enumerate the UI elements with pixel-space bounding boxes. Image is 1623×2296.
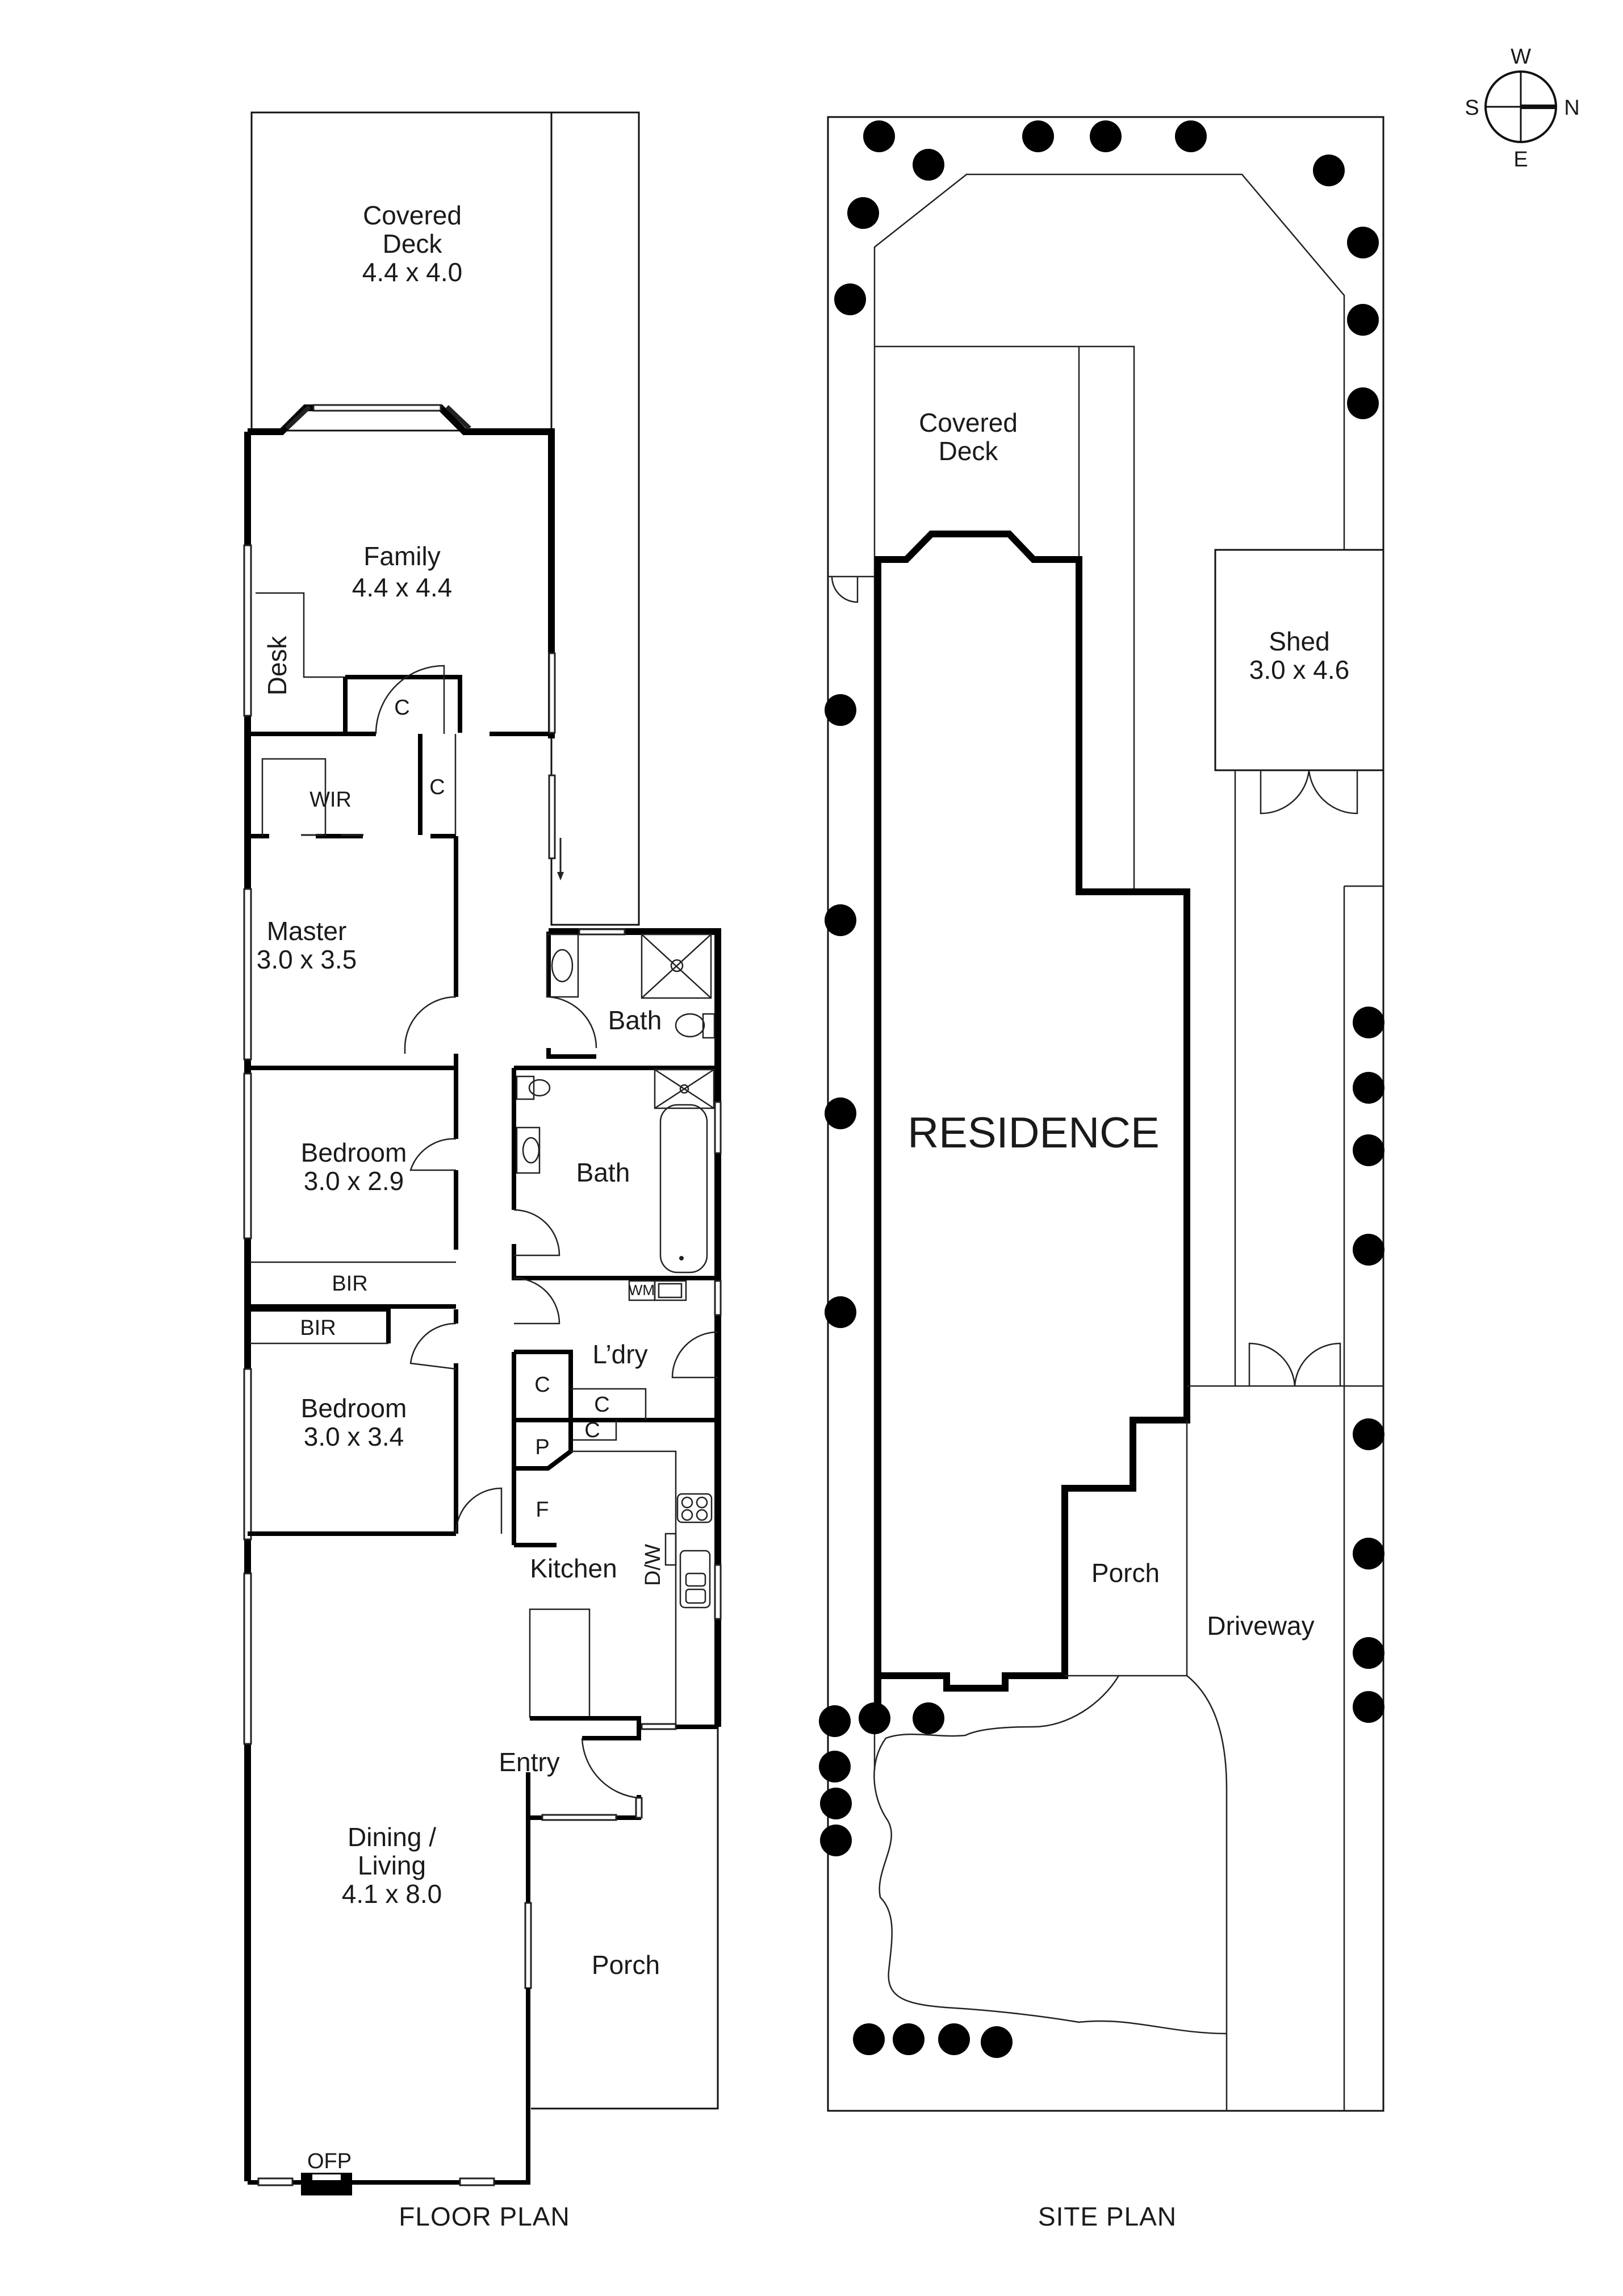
bir1-label: BIR: [332, 1272, 367, 1296]
dining-living-label-2: Living: [358, 1851, 426, 1880]
bir2-label: BIR: [300, 1316, 336, 1340]
pantry-label: P: [535, 1435, 549, 1459]
compass-west-label: W: [1511, 45, 1531, 69]
kitchen-label: Kitchen: [530, 1554, 617, 1583]
shed-outline: [1214, 549, 1384, 771]
dining-living-size: 4.1 x 8.0: [342, 1879, 442, 1909]
fridge-label: F: [536, 1498, 549, 1522]
ofp-label: OFP: [307, 2149, 352, 2173]
residence-label: RESIDENCE: [907, 1109, 1159, 1157]
wir-label: WIR: [309, 788, 352, 812]
site-porch-label: Porch: [1091, 1558, 1160, 1588]
hall-closet-label: C: [429, 775, 445, 799]
entry-label: Entry: [499, 1747, 559, 1777]
closet-c-label: C: [584, 1418, 600, 1442]
compass-icon: W E S N: [1465, 45, 1579, 172]
ensuite-label: Bath: [608, 1005, 662, 1035]
master-size: 3.0 x 3.5: [257, 945, 357, 974]
site-plan: Covered Deck RESIDENCE Shed 3.0 x 4.6 Po…: [819, 116, 1384, 2231]
kitchen-island: [529, 1608, 591, 1718]
cooktop-icon: [676, 1493, 713, 1523]
closet-b-label: C: [594, 1393, 609, 1417]
floor-plan-caption: FLOOR PLAN: [399, 2202, 570, 2231]
bedroom2-label: Bedroom: [301, 1138, 407, 1167]
compass-east-label: E: [1513, 148, 1528, 172]
site-covered-deck-label-1: Covered: [919, 408, 1018, 437]
side-passage-outline: [550, 111, 640, 926]
covered-deck-size: 4.4 x 4.0: [362, 257, 462, 287]
porch-label: Porch: [592, 1950, 660, 1980]
dining-living-label-1: Dining /: [348, 1822, 436, 1852]
desk-label: Desk: [262, 636, 292, 696]
driveway-label: Driveway: [1207, 1611, 1314, 1640]
master-label: Master: [267, 916, 347, 946]
compass-south-label: S: [1465, 96, 1479, 120]
family-label: Family: [363, 541, 440, 571]
covered-deck-label-1: Covered: [363, 201, 462, 230]
dishwasher-label: D/W: [641, 1544, 665, 1586]
family-size: 4.4 x 4.4: [352, 573, 452, 602]
site-covered-deck-label-2: Deck: [939, 436, 999, 466]
closet-a-label: C: [534, 1373, 550, 1397]
shed-label: Shed: [1269, 627, 1329, 656]
bedroom3-label: Bedroom: [301, 1393, 407, 1423]
covered-deck-label-2: Deck: [383, 229, 443, 258]
shed-size: 3.0 x 4.6: [1249, 655, 1349, 684]
family-closet-label: C: [394, 696, 409, 720]
tree-icon: [819, 120, 1384, 2058]
laundry-label: L’dry: [592, 1339, 647, 1369]
sink-icon: [679, 1550, 711, 1609]
wm-label: WM: [629, 1281, 655, 1299]
bedroom3-size: 3.0 x 3.4: [304, 1422, 404, 1451]
bedroom2-size: 3.0 x 2.9: [304, 1166, 404, 1196]
compass-north-label: N: [1564, 96, 1579, 120]
residence-outline: [875, 531, 1190, 1715]
bathroom-label: Bath: [576, 1158, 630, 1187]
site-plan-caption: SITE PLAN: [1038, 2202, 1177, 2231]
floor-plan: Family 4.4 x 4.4 Desk C Covered Deck 4.4…: [243, 111, 722, 2231]
